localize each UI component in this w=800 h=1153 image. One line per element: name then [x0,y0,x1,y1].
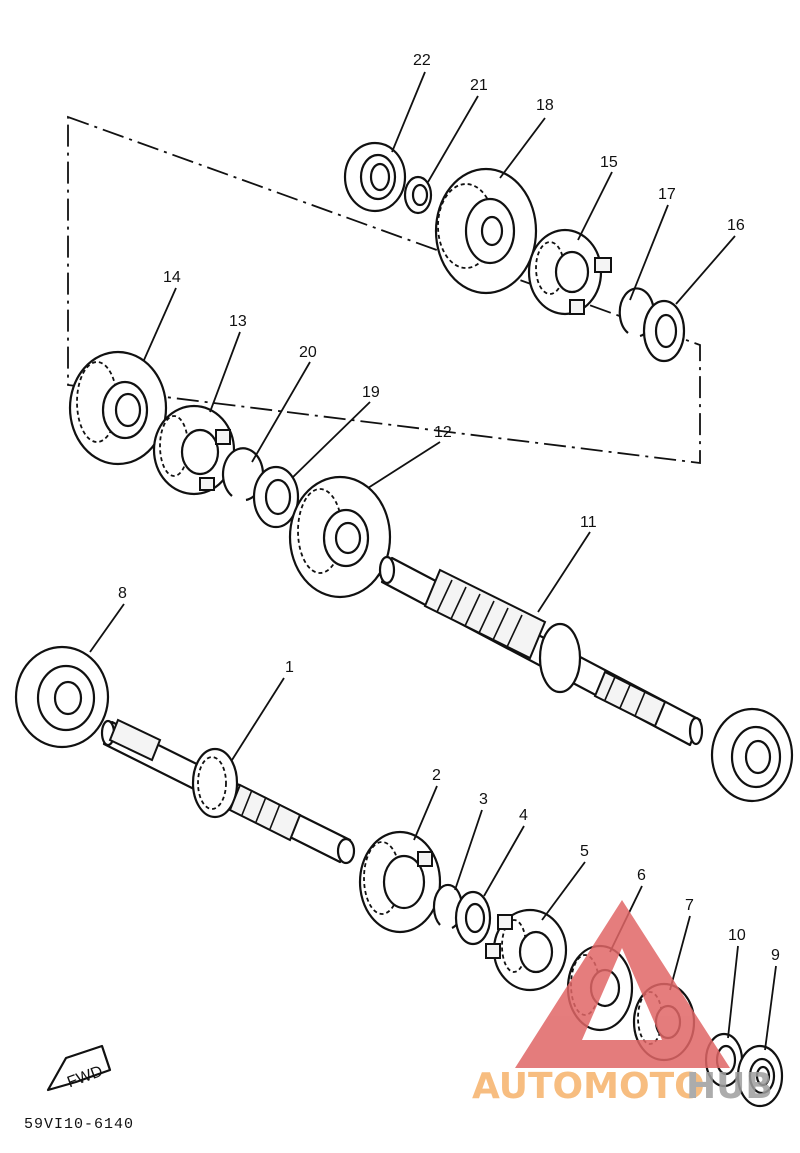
callout-7: 7 [685,897,694,914]
callout-19: 19 [362,384,380,401]
callout-10: 10 [728,927,746,944]
part-18-gear [434,167,538,295]
part-19-washer [252,465,300,529]
part-22-bearing [343,141,407,213]
part-16-lock-washer [642,299,686,363]
part-2-gear [358,830,442,934]
part-13-gear [152,404,236,496]
part-1-shaft [100,718,356,865]
callout-22: 22 [413,52,431,69]
watermark: AUTOMOTO HUB [472,900,773,1107]
watermark-text-hub: HUB [686,1066,773,1107]
callout-9: 9 [771,947,780,964]
part-4-washer [454,890,492,946]
callout-6: 6 [637,867,646,884]
callout-21: 21 [470,77,488,94]
fwd-direction-arrow: FWD [46,1044,112,1091]
callout-1: 1 [285,659,294,676]
callout-2: 2 [432,767,441,784]
part-15-gear [527,228,612,316]
callout-5: 5 [580,843,589,860]
watermark-text-automoto: AUTOMOTO [472,1066,705,1107]
callout-18: 18 [536,97,554,114]
part-5-gear [485,908,568,992]
callout-17: 17 [658,186,676,203]
watermark-logo-icon [515,900,730,1068]
part-8-bearing [14,645,110,749]
part-9-bearing [736,1044,784,1108]
callout-16: 16 [727,217,745,234]
callout-14: 14 [163,269,181,286]
part-11-end-bearing [710,707,794,803]
callout-3: 3 [479,791,488,808]
callout-8: 8 [118,585,127,602]
callout-4: 4 [519,807,528,824]
drawing-code: 59VI10-6140 [24,1116,134,1133]
callout-20: 20 [299,344,317,361]
callout-15: 15 [600,154,618,171]
part-11-axle [378,555,704,747]
callout-11: 11 [580,514,597,531]
callout-12: 12 [434,424,452,441]
callout-13: 13 [229,313,247,330]
callouts: 22 21 18 15 17 16 14 13 20 19 12 11 8 1 … [118,52,780,964]
part-21-washer [403,175,433,215]
part-14-gear [68,350,168,466]
part-12-gear [288,475,392,599]
